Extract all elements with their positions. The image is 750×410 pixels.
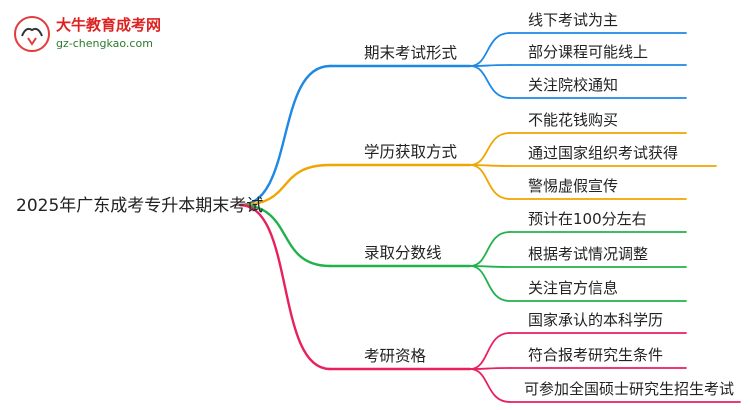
leaf-label: 关注院校通知 xyxy=(528,76,619,94)
branch-connector xyxy=(238,163,332,207)
branch-label: 期末考试形式 xyxy=(364,44,458,62)
leaf-label: 符合报考研究生条件 xyxy=(528,346,664,364)
logo-site-url: gz-chengkao.com xyxy=(56,37,153,50)
leaf-connector xyxy=(469,132,511,166)
leaf-connector xyxy=(469,332,511,370)
leaf-label: 不能花钱购买 xyxy=(528,111,619,129)
logo-site-name: 大牛教育成考网 xyxy=(56,16,162,34)
leaf-label: 国家承认的本科学历 xyxy=(528,311,664,329)
leaf-label: 预计在100分左右 xyxy=(528,210,647,228)
leaf-connector xyxy=(469,231,511,267)
leaf-label: 根据考试情况调整 xyxy=(528,245,649,263)
leaf-label: 可参加全国硕士研究生招生考试 xyxy=(524,380,735,398)
branch-label: 学历获取方式 xyxy=(364,143,458,161)
leaf-connector xyxy=(469,64,511,67)
mindmap-root: 2025年广东成考专升本期末考试 xyxy=(16,196,264,216)
leaf-label: 警惕虚假宣传 xyxy=(528,177,619,195)
leaf-connector xyxy=(469,367,511,370)
branch-label: 考研资格 xyxy=(364,347,427,365)
leaf-connector xyxy=(469,65,511,99)
branch-connector xyxy=(238,203,332,268)
leaf-connector xyxy=(469,32,511,67)
leaf-label: 通过国家组织考试获得 xyxy=(528,144,679,162)
leaf-label: 部分课程可能线上 xyxy=(528,43,649,61)
branch-label: 录取分数线 xyxy=(364,244,442,262)
branch-connector xyxy=(238,203,332,371)
branch-connector xyxy=(238,64,332,207)
leaf-connector xyxy=(469,265,511,302)
leaf-connector xyxy=(469,164,511,200)
site-logo: 大牛教育成考网 gz-chengkao.com xyxy=(14,12,214,56)
leaf-label: 关注官方信息 xyxy=(528,279,619,297)
leaf-label: 线下考试为主 xyxy=(528,11,619,29)
bull-logo-icon xyxy=(14,16,50,52)
leaf-connector xyxy=(469,368,511,403)
